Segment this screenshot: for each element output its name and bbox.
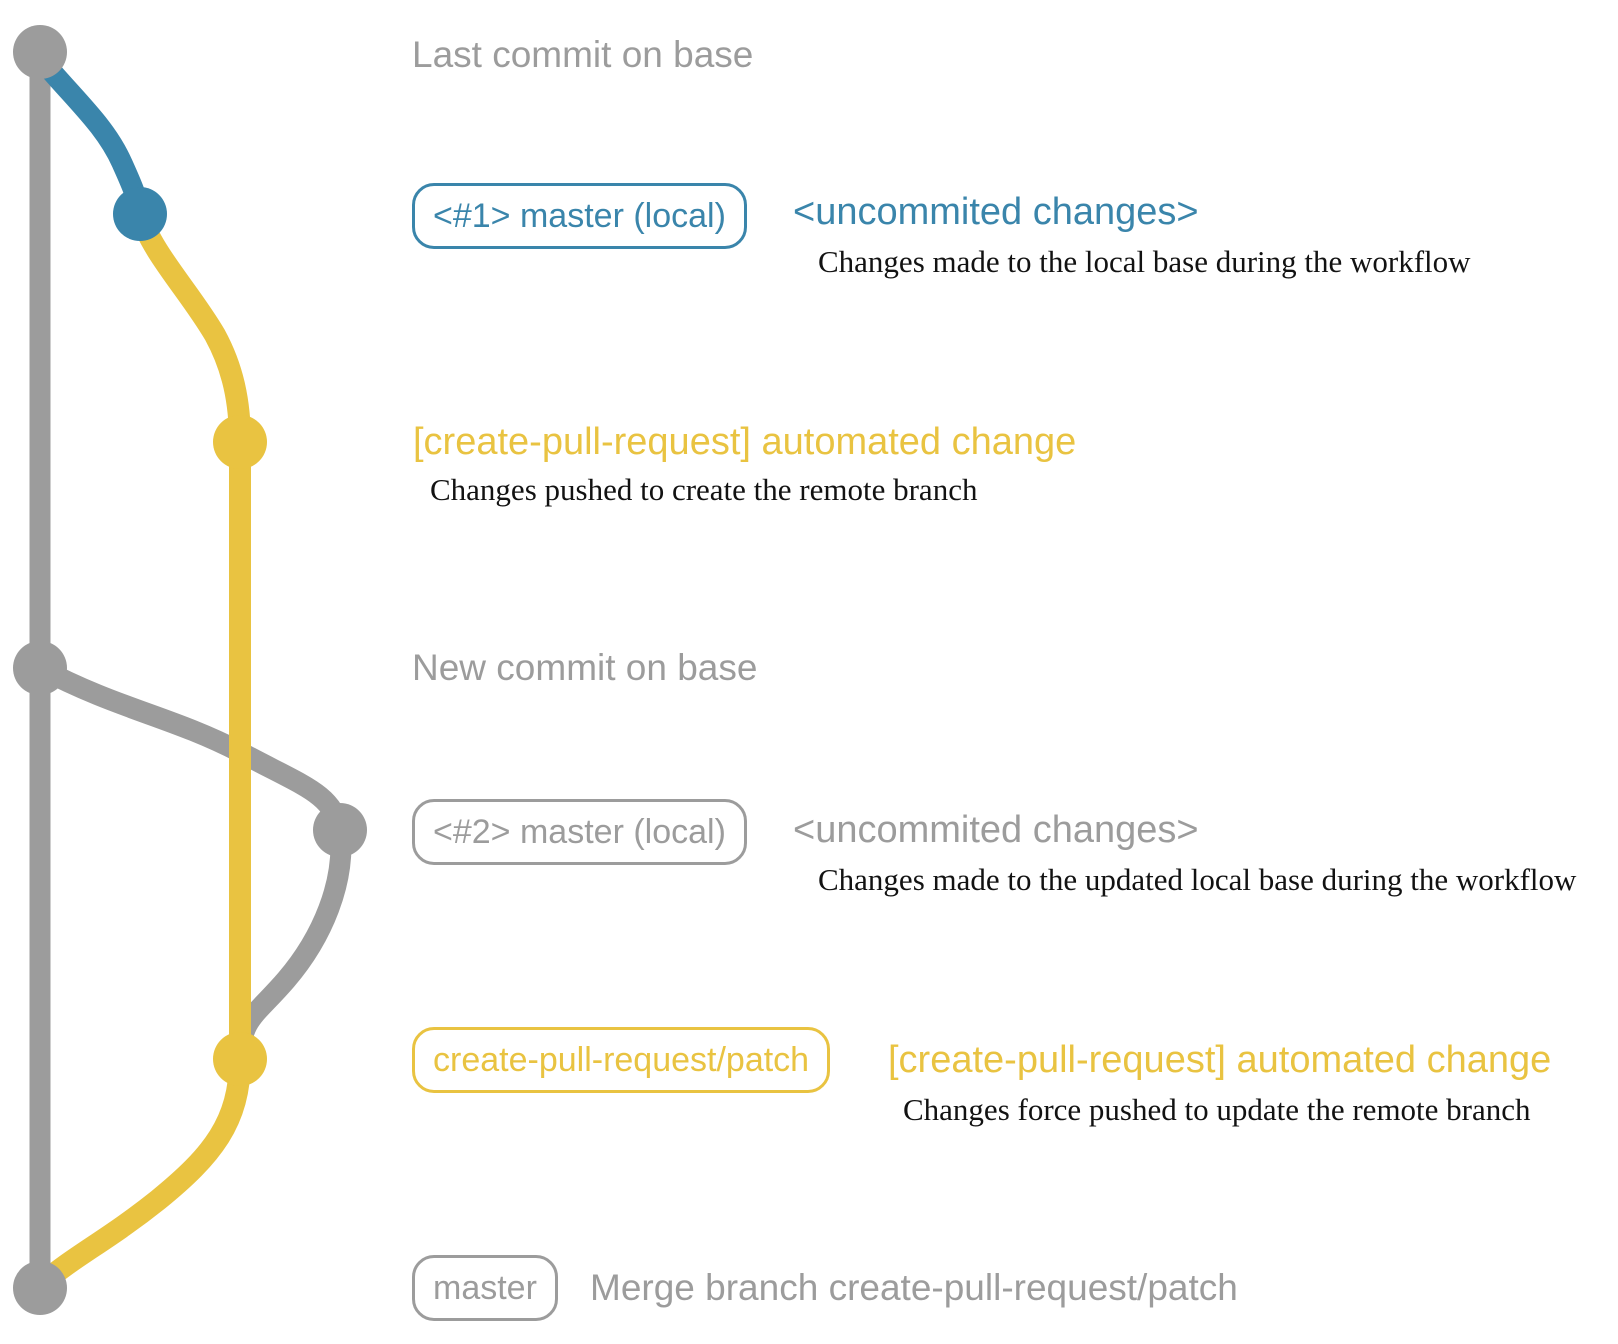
automated-change-2-description: Changes force pushed to update the remot… — [903, 1092, 1531, 1127]
commit-dot-local-1 — [113, 187, 167, 241]
local-branch-2-line-out — [29, 657, 351, 841]
local-branch-1-line — [29, 47, 151, 225]
uncommitted-changes-2-label: <uncommited changes> — [793, 809, 1199, 851]
uncommitted-changes-1-description: Changes made to the local base during th… — [818, 244, 1471, 279]
branch-label-master-local-1: <#1> master (local) — [412, 183, 747, 249]
commit-dot-patch-1 — [213, 415, 267, 469]
new-commit-heading: New commit on base — [412, 647, 758, 688]
automated-change-2-label: [create-pull-request] automated change — [888, 1039, 1552, 1081]
last-commit-heading: Last commit on base — [412, 34, 754, 75]
merge-commit-label: Merge branch create-pull-request/patch — [590, 1267, 1238, 1308]
patch-branch-line-merge — [31, 1048, 251, 1295]
uncommitted-changes-1-label: <uncommited changes> — [793, 191, 1199, 233]
branch-label-patch: create-pull-request/patch — [412, 1027, 831, 1093]
local-branch-2-line-in — [229, 819, 352, 1070]
commit-dot-local-2 — [313, 803, 367, 857]
branch-label-master: master — [412, 1255, 558, 1321]
patch-branch-line-top — [129, 203, 251, 453]
uncommitted-changes-2-description: Changes made to the updated local base d… — [818, 862, 1577, 897]
automated-change-1-label: [create-pull-request] automated change — [413, 421, 1077, 463]
commit-dot-last-base — [13, 25, 67, 79]
commit-dot-new-base — [13, 641, 67, 695]
commit-dot-patch-2 — [213, 1032, 267, 1086]
automated-change-1-description: Changes pushed to create the remote bran… — [430, 472, 978, 507]
commit-dot-merge — [13, 1261, 67, 1315]
branch-label-master-local-2: <#2> master (local) — [412, 799, 747, 865]
